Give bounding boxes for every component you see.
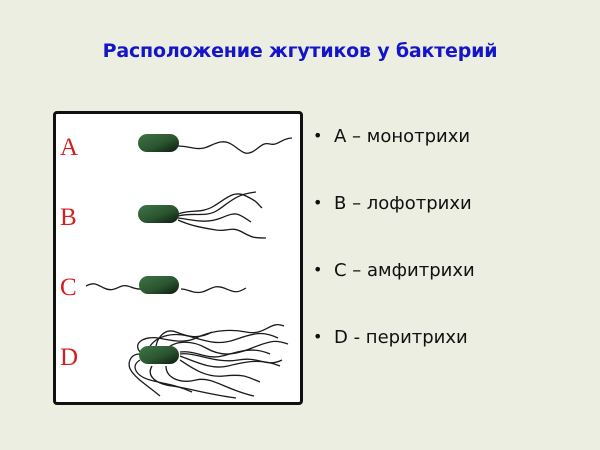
list-item: • B – лофотрихи bbox=[312, 193, 475, 260]
list-item: • D - перитрихи bbox=[312, 327, 475, 394]
flagellum-b1 bbox=[177, 193, 263, 215]
label-c: C bbox=[60, 274, 77, 301]
flagellum-a bbox=[177, 137, 293, 154]
bullet-text: B – лофотрихи bbox=[334, 193, 472, 214]
label-a: A bbox=[60, 134, 79, 161]
bacterium-a bbox=[138, 134, 179, 152]
bullet-icon: • bbox=[313, 327, 323, 346]
bacterium-d bbox=[139, 346, 179, 364]
label-b: B bbox=[60, 204, 77, 231]
flagella-diagram bbox=[85, 134, 293, 399]
flagella-types-list: • A – монотрихи • B – лофотрихи • C – ам… bbox=[312, 126, 475, 394]
flagella-figure: A B C D bbox=[53, 111, 303, 405]
slide-title: Расположение жгутиков у бактерий bbox=[102, 40, 498, 62]
bacterium-b bbox=[138, 205, 179, 223]
list-item: • C – амфитрихи bbox=[312, 260, 475, 327]
bacterium-c bbox=[139, 276, 179, 294]
bullet-icon: • bbox=[313, 260, 323, 279]
list-item: • A – монотрихи bbox=[312, 126, 475, 193]
bullet-text: A – монотрихи bbox=[334, 126, 471, 147]
bullet-icon: • bbox=[313, 126, 323, 145]
flagella-d bbox=[128, 324, 289, 399]
flagellum-c-right bbox=[180, 286, 247, 294]
label-d: D bbox=[60, 344, 79, 371]
bullet-icon: • bbox=[313, 193, 323, 212]
bullet-text: D - перитрихи bbox=[334, 327, 468, 348]
bullet-text: C – амфитрихи bbox=[334, 260, 475, 281]
flagellum-c-left bbox=[85, 283, 142, 291]
